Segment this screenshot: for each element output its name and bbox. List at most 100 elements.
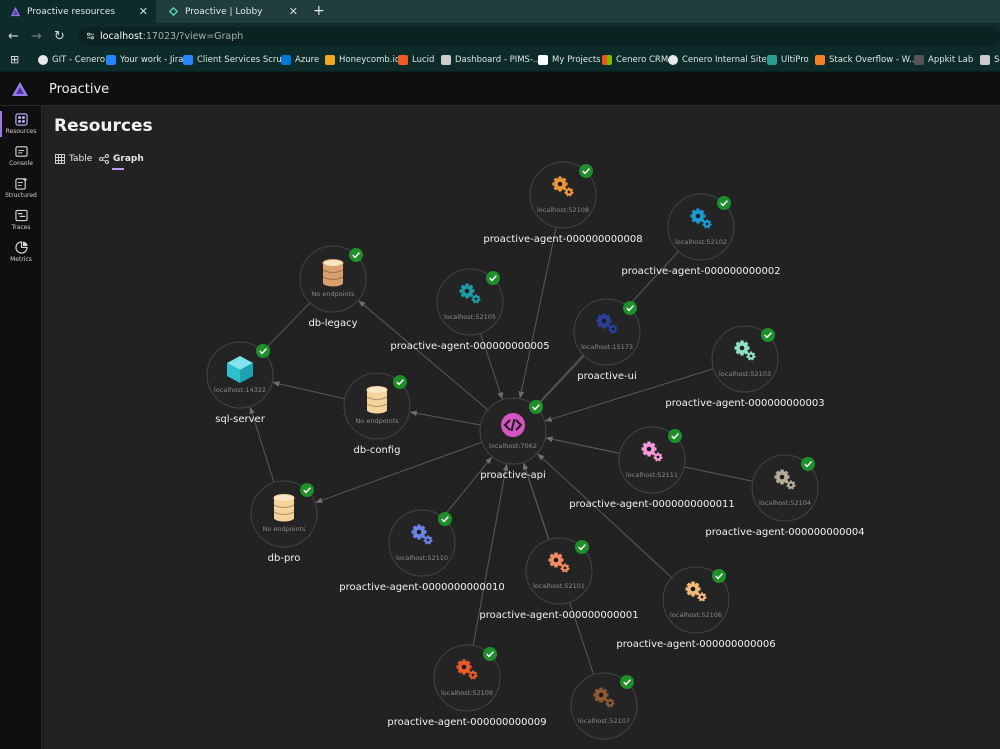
gears-icon <box>690 208 712 229</box>
code-icon <box>501 413 525 437</box>
resource-name: db-pro <box>268 553 301 564</box>
folder-icon <box>980 55 990 65</box>
resource-endpoint: localhost:52108 <box>537 206 589 214</box>
resource-node-circle <box>436 268 504 336</box>
sidebar-item-label: Resources <box>5 128 37 135</box>
graph-icon <box>99 154 109 164</box>
browser-tab-proactive-resources[interactable]: Proactive resources ✕ <box>0 0 156 23</box>
sidebar-item-label: Console <box>9 160 33 167</box>
resource-endpoint: localhost:52102 <box>675 238 727 246</box>
resource-node-circle <box>570 672 638 740</box>
resource-node-n5[interactable]: localhost:52105proactive-agent-000000000… <box>390 268 550 352</box>
bookmark[interactable]: Appkit Lab <box>914 55 973 65</box>
bookmark[interactable]: Cenero Internal Site... <box>668 55 775 65</box>
resource-node-n1[interactable]: localhost:52101proactive-agent-000000000… <box>479 537 639 621</box>
database-icon <box>322 259 344 287</box>
graph-edge <box>442 456 493 518</box>
sidebar-item-metrics[interactable]: Metrics <box>0 237 42 269</box>
bookmark[interactable]: Client Services Scru... <box>183 55 290 65</box>
status-check-icon <box>529 400 543 414</box>
gears-icon <box>641 441 663 462</box>
sidebar-item-structured[interactable]: Structured <box>0 173 42 205</box>
resource-endpoint: localhost:52101 <box>533 582 585 590</box>
resource-node-circle <box>388 509 456 577</box>
resource-node-circle <box>525 537 593 605</box>
console-icon <box>14 146 28 157</box>
tab-graph[interactable]: Graph <box>99 154 144 170</box>
resources-icon <box>14 113 28 126</box>
resource-node-n10[interactable]: localhost:52110proactive-agent-000000000… <box>339 509 505 593</box>
resource-node-n6[interactable]: localhost:52106 proactive-agent-000000000… <box>616 566 776 650</box>
gears-icon <box>456 659 478 680</box>
resource-name: proactive-agent-000000000003 <box>665 398 824 409</box>
browser-tab-title: Proactive resources <box>27 6 116 17</box>
bookmark[interactable]: Your work - Jira <box>106 55 183 65</box>
gears-icon <box>459 283 481 304</box>
close-tab-icon[interactable]: ✕ <box>138 5 148 18</box>
folder-icon <box>914 55 924 65</box>
resource-name: proactive-agent-000000000006 <box>616 639 775 650</box>
tab-table[interactable]: Table <box>55 154 92 164</box>
sidebar-item-console[interactable]: Console <box>0 141 42 173</box>
status-check-icon <box>438 512 452 526</box>
url-path: :17023/?view=Graph <box>142 31 244 42</box>
resource-node-n7[interactable]: localhost:52107 <box>570 672 638 740</box>
url-field[interactable]: localhost:17023/?view=Graph <box>78 27 1000 46</box>
bookmark[interactable]: UltiPro <box>767 55 809 65</box>
site-info-icon[interactable] <box>86 31 95 41</box>
stackoverflow-icon <box>815 55 825 65</box>
bookmark[interactable]: Azure <box>281 55 319 65</box>
status-check-icon <box>579 164 593 178</box>
resource-node-n9[interactable]: localhost:52109proactive-agent-000000000… <box>387 644 547 728</box>
new-tab-button[interactable]: + <box>313 3 325 19</box>
resource-name: proactive-agent-0000000000011 <box>569 499 735 510</box>
metrics-icon <box>14 241 28 254</box>
sidebar-item-resources[interactable]: Resources <box>0 109 42 141</box>
resource-endpoint: localhost:52109 <box>441 689 493 697</box>
bookmark[interactable]: Cenero CRM <box>602 55 668 65</box>
resource-name: db-legacy <box>308 318 357 329</box>
browser-tab-proactive-lobby[interactable]: Proactive | Lobby ✕ <box>158 0 306 23</box>
bookmarks-bar: ⊞ GIT - Cenero Your work - Jira Client S… <box>0 50 1000 72</box>
resource-node-circle <box>711 325 779 393</box>
azure-icon <box>281 55 291 65</box>
forward-icon[interactable]: → <box>31 29 42 44</box>
resource-node-n11[interactable]: localhost:52111proactive-agent-000000000… <box>569 426 735 510</box>
bookmark[interactable]: Stack Overflow - W... <box>815 55 917 65</box>
close-tab-icon[interactable]: ✕ <box>288 5 298 18</box>
package-icon <box>227 356 253 383</box>
resource-graph[interactable]: localhost:52108 proactive-agent-000000000… <box>43 106 1000 749</box>
resource-node-circle <box>618 426 686 494</box>
resource-node-n8[interactable]: localhost:52108proactive-agent-000000000… <box>483 161 643 245</box>
url-host: localhost <box>100 31 143 42</box>
sidebar-item-traces[interactable]: Traces <box>0 205 42 237</box>
apps-grid-icon[interactable]: ⊞ <box>10 53 20 66</box>
bookmark[interactable]: GIT - Cenero <box>38 55 105 65</box>
status-check-icon <box>393 375 407 389</box>
resource-endpoint: localhost:52107 <box>578 717 630 725</box>
resource-node-n4[interactable]: localhost:52104proactive-agent-000000000… <box>705 454 865 538</box>
table-icon <box>55 154 65 164</box>
reload-icon[interactable]: ↻ <box>54 29 65 44</box>
resource-endpoint: localhost:52106 <box>670 611 722 619</box>
sidebar-item-label: Structured <box>5 192 37 199</box>
proactive-logo-icon[interactable] <box>12 82 28 96</box>
resource-node-circle <box>433 644 501 712</box>
bookmark[interactable]: Dashboard - PIMS-... <box>441 55 541 65</box>
bookmark[interactable]: Lucid <box>398 55 434 65</box>
resource-node-n2[interactable]: localhost:52102proactive-agent-000000000… <box>621 193 781 277</box>
bookmark[interactable]: My Projects <box>538 55 601 65</box>
bookmark[interactable]: Sc <box>980 55 1000 65</box>
sidebar-nav: Resources Console Structured Traces Metr… <box>0 106 42 749</box>
resource-node-n3[interactable]: localhost:52103proactive-agent-000000000… <box>665 325 825 409</box>
back-icon[interactable]: ← <box>8 29 19 44</box>
bookmark[interactable]: Honeycomb.io <box>325 55 400 65</box>
status-check-icon <box>668 429 682 443</box>
status-check-icon <box>483 647 497 661</box>
